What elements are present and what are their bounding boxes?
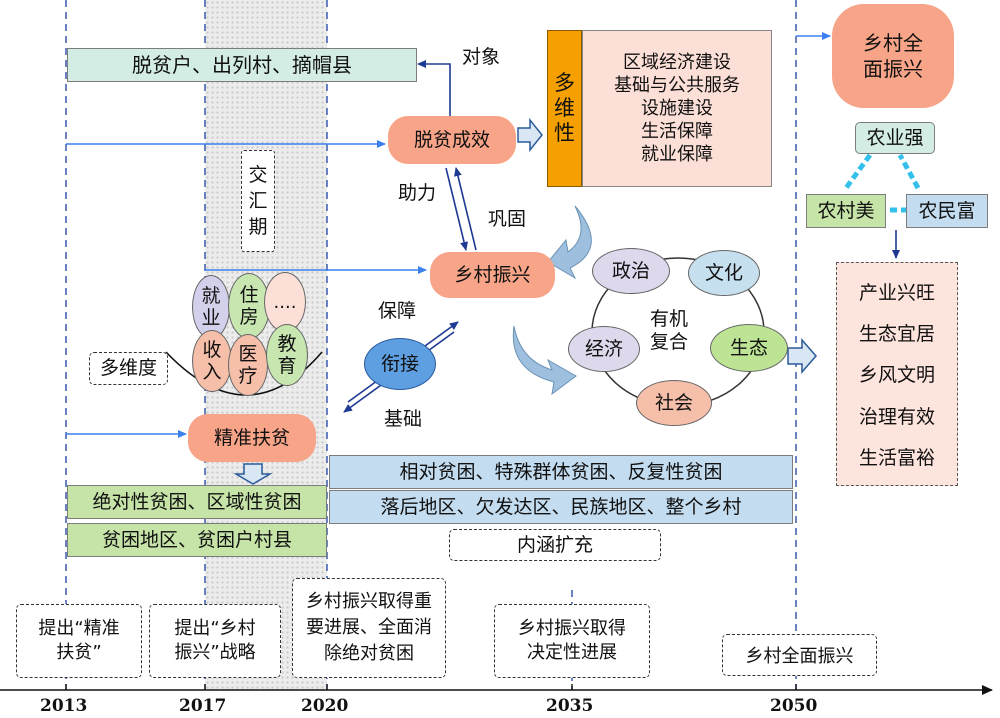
multi-item: 设施建设: [641, 98, 713, 119]
milestone-2020: 乡村振兴取得重要进展、全面消除绝对贫困: [292, 578, 446, 678]
axis-ticks: [65, 684, 797, 690]
expansion-label: 内涵扩充: [449, 529, 661, 561]
goal-item: 治理有效: [858, 405, 935, 428]
economy-node: 经济: [568, 326, 640, 372]
multi-item: 生活保障: [641, 121, 713, 142]
goal-item: 生活富裕: [858, 446, 935, 469]
year-label: 2017: [179, 696, 227, 716]
full-revival-node: 乡村全面振兴: [832, 4, 954, 108]
guarantee-label: 保障: [378, 300, 417, 322]
right-list-item: 落后地区、欠发达区、民族地区、整个乡村: [329, 490, 793, 524]
consolidate-label: 巩固: [488, 208, 527, 230]
ecology-node: 生态: [710, 324, 788, 372]
multi-item: 基础与公共服务: [614, 75, 740, 96]
multidimensional-label: 多维性: [547, 30, 582, 187]
precision-poverty-node: 精准扶贫: [188, 414, 316, 462]
education-circle: 教育: [266, 324, 308, 386]
rich-farmers: 农民富: [906, 194, 988, 228]
intersection-period-label: 交汇期: [241, 150, 275, 252]
revival-goals: 产业兴旺 生态宜居 乡风文明 治理有效 生活富裕: [836, 262, 958, 486]
strong-agriculture: 农业强: [855, 122, 935, 154]
milestone-2013: 提出“精准扶贫”: [16, 604, 142, 678]
milestone-2035: 乡村振兴取得决定性进展: [494, 604, 650, 678]
right-list-item: 相对贫困、特殊群体贫困、反复性贫困: [329, 455, 793, 489]
goal-item: 产业兴旺: [858, 282, 935, 305]
milestone-2050: 乡村全面振兴: [722, 634, 877, 676]
employment-circle: 就业: [192, 275, 230, 339]
income-circle: 收入: [192, 330, 232, 392]
poverty-success-node: 脱贫成效: [388, 116, 516, 164]
medical-circle: 医疗: [228, 334, 268, 396]
object-label: 对象: [462, 46, 501, 68]
multi-item: 就业保障: [641, 144, 713, 165]
goal-item: 生态宜居: [858, 323, 935, 346]
organic-composite-label: 有机复合: [650, 308, 689, 353]
more-circle: ....: [264, 272, 306, 332]
year-label: 2020: [301, 696, 349, 716]
milestone-2017: 提出“乡村振兴”战略: [149, 604, 281, 678]
help-label: 助力: [398, 182, 437, 204]
culture-node: 文化: [688, 250, 760, 296]
multi-item: 区域经济建设: [623, 52, 731, 73]
year-label: 2035: [546, 696, 594, 716]
politics-node: 政治: [592, 248, 670, 294]
left-list-item: 贫困地区、贫困户村县: [67, 523, 327, 557]
multidimensional-items: 区域经济建设 基础与公共服务 设施建设 生活保障 就业保障: [582, 30, 772, 187]
year-label: 2050: [770, 696, 818, 716]
targets-bar: 脱贫户、出列村、摘帽县: [67, 48, 417, 82]
society-node: 社会: [636, 380, 712, 426]
rural-revival-node: 乡村振兴: [430, 252, 555, 298]
goal-item: 乡风文明: [858, 364, 935, 387]
link-node: 衔接: [364, 338, 436, 390]
multi-dimension-label: 多维度: [89, 352, 168, 385]
left-list-item: 绝对性贫困、区域性贫困: [67, 485, 327, 519]
year-label: 2013: [40, 696, 88, 716]
basis-label: 基础: [384, 408, 423, 430]
beautiful-countryside: 农村美: [806, 194, 886, 228]
